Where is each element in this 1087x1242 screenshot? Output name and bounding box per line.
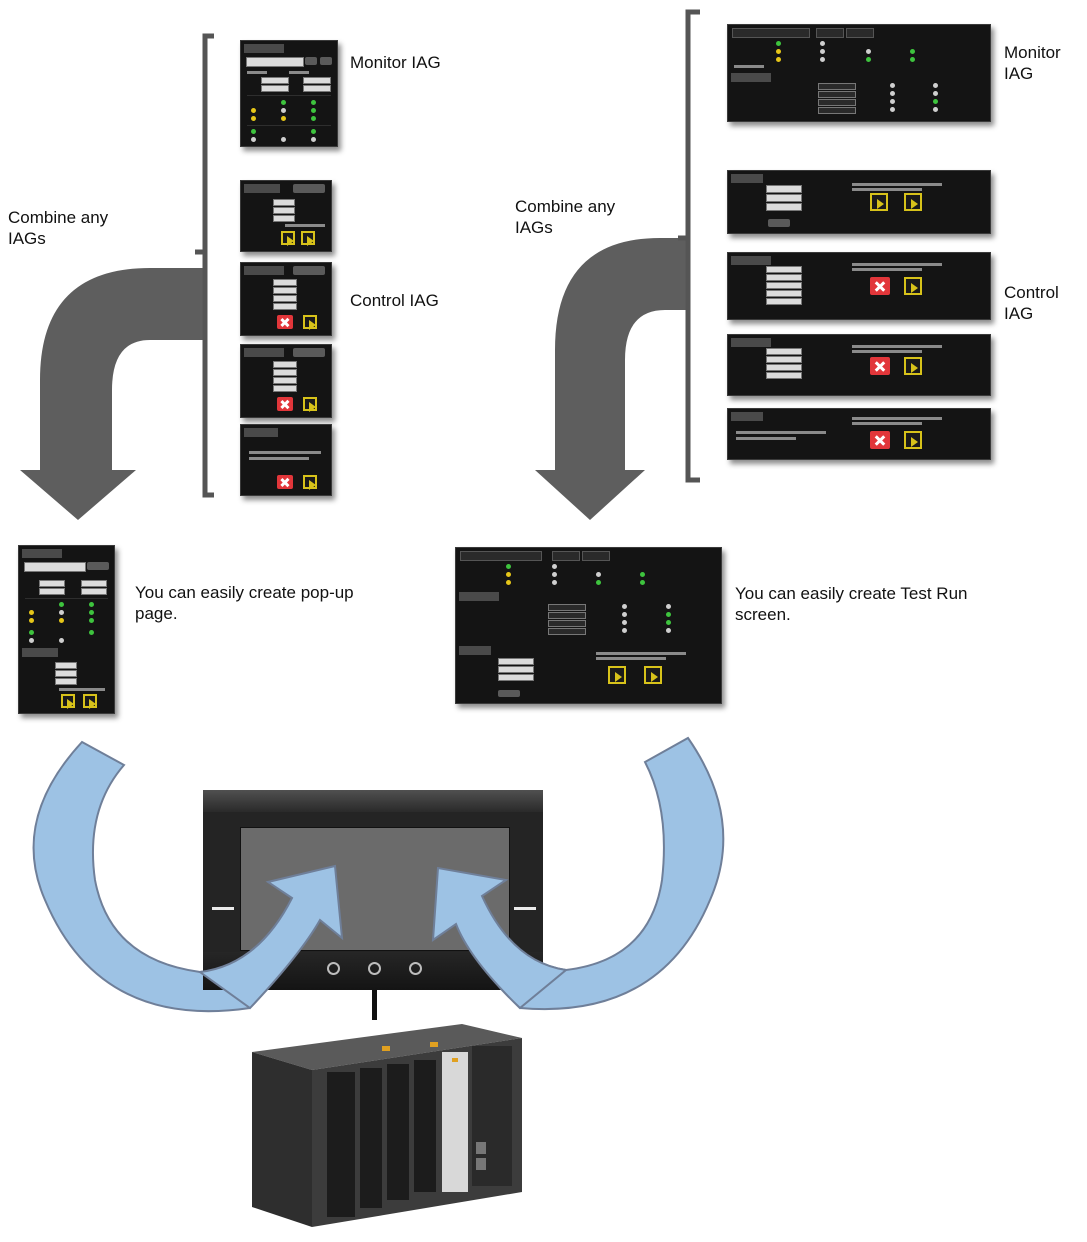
right-stop-control-iag-panel [727,408,991,460]
right-jog-control-iag-panel [727,170,991,234]
hmi-screen [240,827,510,951]
left-popup-page-result [18,545,115,714]
hmi-button-left[interactable] [327,962,340,975]
left-axis-control-iag-panel-2 [240,344,332,418]
right-combine-label: Combine any IAGs [515,197,616,237]
left-control-iag-label: Control IAG [350,291,439,310]
right-axis-control-iag-panel [727,252,991,320]
right-bracket [678,9,700,483]
hmi-side-light-right [514,907,536,910]
right-monitor-iag-panel [727,24,991,122]
left-monitor-iag-panel [240,40,338,147]
left-jog-control-iag-panel [240,180,332,252]
right-monitor-iag-label: Monitor IAG [1004,43,1061,83]
left-combine-arrow [20,268,207,520]
right-axis-control-iag-panel-2 [727,334,991,396]
hmi-button-right[interactable] [409,962,422,975]
left-result-label: You can easily create pop-up page. [135,583,354,623]
right-control-iag-label: Control IAG [1004,283,1059,323]
hmi-side-light-left [212,907,234,910]
left-monitor-iag-label: Monitor IAG [350,53,441,72]
plc-drawing [252,1024,522,1227]
hmi-brand-logo: omron [503,976,523,983]
left-stop-control-iag-panel [240,424,332,496]
right-result-label: You can easily create Test Run screen. [735,584,968,624]
hmi-button-center[interactable] [368,962,381,975]
plc-controller [232,1022,522,1234]
right-test-run-screen-result [455,547,722,704]
right-combine-arrow [535,238,688,520]
left-combine-label: Combine any IAGs [8,208,109,248]
left-bracket [195,33,214,498]
hmi-top-bezel [203,790,543,812]
left-axis-control-iag-panel [240,262,332,336]
